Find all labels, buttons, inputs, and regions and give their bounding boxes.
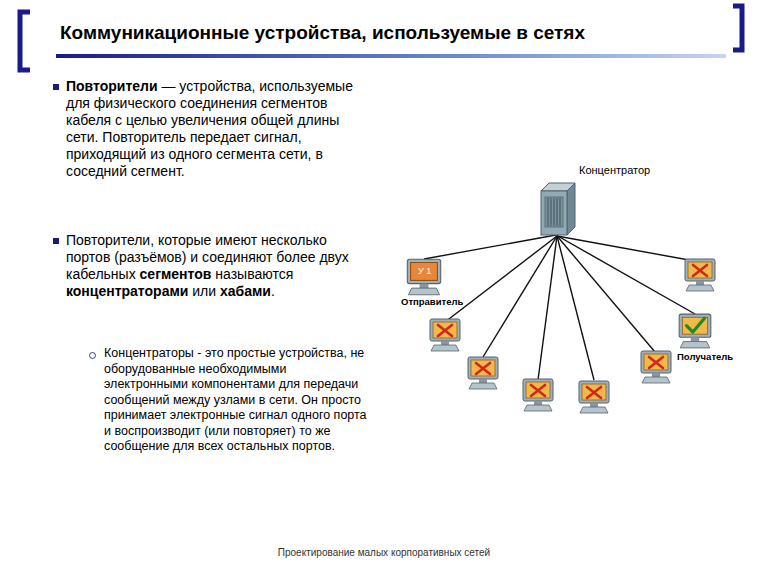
computer-icon: [404, 258, 444, 296]
cable: [424, 235, 556, 259]
hub-grille: [545, 197, 563, 227]
cable: [556, 235, 695, 314]
bold-term: Повторители: [66, 78, 158, 94]
screen: [411, 263, 438, 281]
role-label: Отправитель: [401, 296, 463, 307]
bullet-paragraph: Концентраторы - это простые устройства, …: [104, 346, 372, 455]
bullet-paragraph: Повторители, которые имеют несколько пор…: [66, 232, 371, 300]
device-label: Концентратор: [579, 164, 650, 176]
footer-caption: Проектирование малых корпоративных сетей: [0, 547, 768, 558]
hub-front: [541, 191, 567, 235]
grille-bar: [560, 198, 561, 226]
grille-bar: [557, 198, 558, 226]
computer-node: У 1 Отправитель: [398, 258, 468, 310]
screen-label: У 1: [418, 266, 431, 276]
computer-icon: [676, 313, 714, 349]
hub-icon: [539, 181, 577, 237]
computer: [679, 314, 711, 348]
grille-bar: [554, 198, 555, 226]
body-text: Концентраторы - это простые устройства, …: [104, 346, 367, 453]
bullet-square: [53, 238, 59, 244]
bullet-paragraph: Повторители — устройства, используемые д…: [66, 78, 371, 180]
grille-bar: [548, 198, 549, 226]
slide-title: Коммуникационные устройства, используемы…: [60, 22, 585, 44]
bullet-square: [53, 84, 59, 90]
check-mark: [687, 318, 705, 332]
grille-bar: [551, 198, 552, 226]
computer: [407, 259, 440, 295]
hub-node: Концентратор: [535, 163, 695, 243]
bold-term: концентраторами: [66, 283, 188, 299]
bracket: [733, 6, 742, 50]
body-text: называются: [215, 266, 293, 282]
bracket: [20, 12, 30, 70]
bold-term: хабами: [220, 283, 271, 299]
body-text: .: [271, 283, 275, 299]
title-rule: [56, 54, 726, 58]
role-label: Получатель: [677, 351, 733, 362]
hub-side: [567, 183, 575, 235]
bold-term: сегментов: [140, 266, 212, 282]
bullet-circle: [89, 352, 96, 359]
computer-node: Получатель: [672, 313, 762, 369]
body-text: или: [192, 283, 216, 299]
computer: [430, 259, 715, 413]
